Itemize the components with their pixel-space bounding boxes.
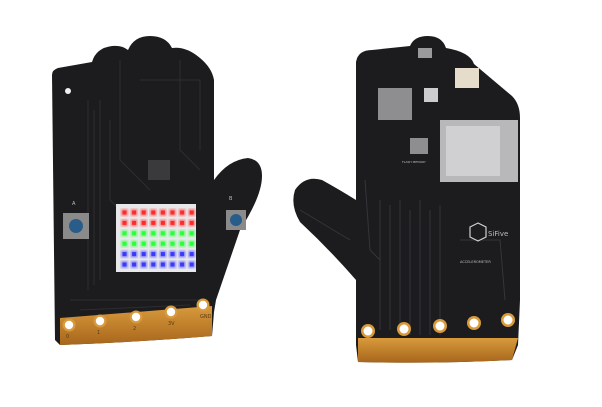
front-board-pcb: [52, 36, 262, 345]
led: [132, 231, 137, 236]
led: [151, 241, 156, 246]
button-b-label: B: [229, 196, 233, 202]
led: [189, 252, 194, 257]
led: [160, 252, 165, 257]
led: [189, 241, 194, 246]
led: [189, 220, 194, 225]
led: [180, 252, 185, 257]
led: [180, 231, 185, 236]
back-board-pcb: [293, 36, 520, 363]
led: [151, 231, 156, 236]
led: [141, 262, 146, 267]
reset-button[interactable]: [424, 88, 438, 102]
chip: [148, 160, 170, 180]
pin-label: 3V: [168, 321, 175, 327]
led: [180, 220, 185, 225]
led: [141, 252, 146, 257]
edge-connector: [358, 338, 518, 363]
led: [180, 241, 185, 246]
led: [151, 220, 156, 225]
led: [180, 210, 185, 215]
led: [141, 210, 146, 215]
led: [160, 241, 165, 246]
led: [122, 231, 127, 236]
led: [141, 241, 146, 246]
sifive-logo: SiFive: [469, 222, 508, 242]
led: [170, 252, 175, 257]
led: [189, 262, 194, 267]
button-a[interactable]: A: [63, 201, 89, 239]
battery-connector: [455, 68, 479, 88]
pin-label: 2: [133, 326, 136, 332]
flash-chip: [410, 138, 428, 154]
flash-label: FLASH MEMORY: [402, 160, 426, 164]
led: [160, 231, 165, 236]
led: [132, 252, 137, 257]
led: [122, 210, 127, 215]
led: [160, 210, 165, 215]
led: [160, 262, 165, 267]
led: [170, 262, 175, 267]
led-matrix: [121, 209, 196, 268]
button-b[interactable]: B: [226, 196, 246, 230]
back-board: FLASH MEMORY SiFive ACCELEROMETER: [293, 36, 520, 363]
usb-port: [418, 48, 432, 58]
led: [170, 241, 175, 246]
led: [141, 220, 146, 225]
led: [122, 252, 127, 257]
pin-label: GND: [200, 314, 212, 320]
led: [122, 241, 127, 246]
led: [151, 210, 156, 215]
led: [132, 262, 137, 267]
svg-text:SiFive: SiFive: [488, 230, 508, 238]
led: [170, 210, 175, 215]
led: [122, 220, 127, 225]
accelerometer-label: ACCELEROMETER: [460, 260, 491, 264]
led: [132, 220, 137, 225]
front-board: A B 0 1 2 3V GND: [52, 36, 262, 345]
pin-label: 0: [66, 334, 69, 340]
led: [132, 241, 137, 246]
mounting-hole: [65, 88, 71, 94]
led: [189, 210, 194, 215]
led: [141, 231, 146, 236]
chip: [378, 88, 412, 120]
led: [122, 262, 127, 267]
pin-label: 1: [97, 330, 100, 336]
led: [160, 220, 165, 225]
led: [180, 262, 185, 267]
button-a-label: A: [72, 201, 76, 207]
led: [170, 231, 175, 236]
led: [132, 210, 137, 215]
led: [151, 252, 156, 257]
led: [151, 262, 156, 267]
led: [170, 220, 175, 225]
led: [189, 231, 194, 236]
